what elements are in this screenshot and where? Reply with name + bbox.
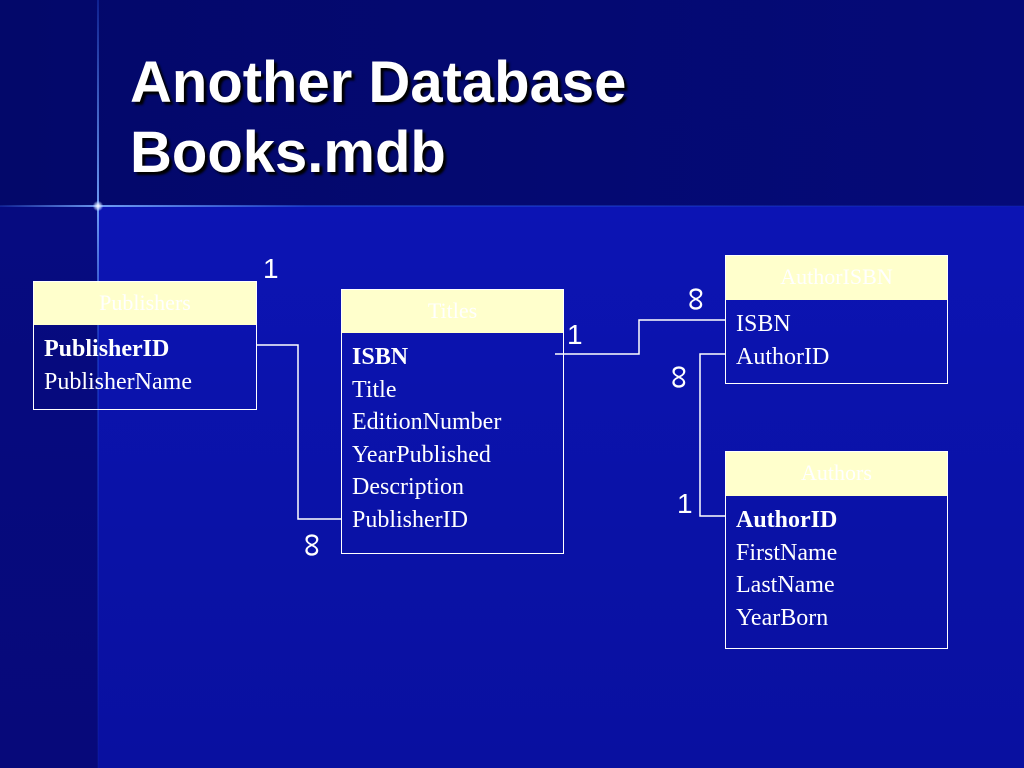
cardinality-one-publishers: 1 (263, 253, 279, 284)
field-description: Description (352, 474, 464, 500)
slide-title-line-2: Books.mdb (130, 120, 446, 185)
field-editionnumber: EditionNumber (352, 409, 502, 435)
table-titles-header: Titles (342, 290, 563, 333)
field-isbn: ISBN (352, 344, 409, 370)
field-authorid: AuthorID (736, 343, 830, 370)
slide-title: Another Database Books.mdb (130, 48, 626, 188)
table-publishers-fields: PublisherID PublisherName (34, 325, 256, 398)
table-authorisbn-fields: ISBN AuthorID (726, 300, 947, 373)
decorative-horizontal-line (0, 205, 1024, 207)
field-publisherid: PublisherID (44, 336, 170, 362)
table-publishers-header: Publishers (34, 282, 256, 325)
decorative-sparkle (93, 201, 103, 211)
field-yearpublished: YearPublished (352, 441, 491, 468)
field-title: Title (352, 376, 397, 403)
field-publisherid: PublisherID (352, 506, 468, 533)
cardinality-many-titles: ∞ (294, 532, 333, 558)
table-titles-fields: ISBN Title EditionNumber YearPublished D… (342, 333, 563, 536)
table-authors-header: Authors (726, 452, 947, 496)
field-firstname: FirstName (736, 539, 838, 566)
background-top-band (0, 0, 1024, 206)
slide-title-line-1: Another Database (130, 50, 627, 115)
field-lastname: LastName (736, 572, 835, 598)
field-isbn: ISBN (736, 311, 791, 337)
table-authorisbn-header: AuthorISBN (726, 256, 947, 300)
cardinality-one-titles: 1 (567, 319, 583, 350)
field-authorid: AuthorID (736, 507, 838, 533)
field-publishername: PublisherName (44, 368, 192, 395)
table-authors-fields: AuthorID FirstName LastName YearBorn (726, 496, 947, 634)
table-publishers: Publishers PublisherID PublisherName (33, 281, 257, 410)
cardinality-many-authorisbn-isbn: ∞ (678, 286, 717, 312)
table-titles: Titles ISBN Title EditionNumber YearPubl… (341, 289, 564, 554)
table-authorisbn: AuthorISBN ISBN AuthorID (725, 255, 948, 384)
cardinality-many-authorisbn-authorid: ∞ (661, 364, 700, 390)
field-yearborn: YearBorn (736, 604, 829, 631)
cardinality-one-authors: 1 (677, 488, 693, 519)
table-authors: Authors AuthorID FirstName LastName Year… (725, 451, 948, 649)
decorative-vertical-line (97, 0, 99, 768)
